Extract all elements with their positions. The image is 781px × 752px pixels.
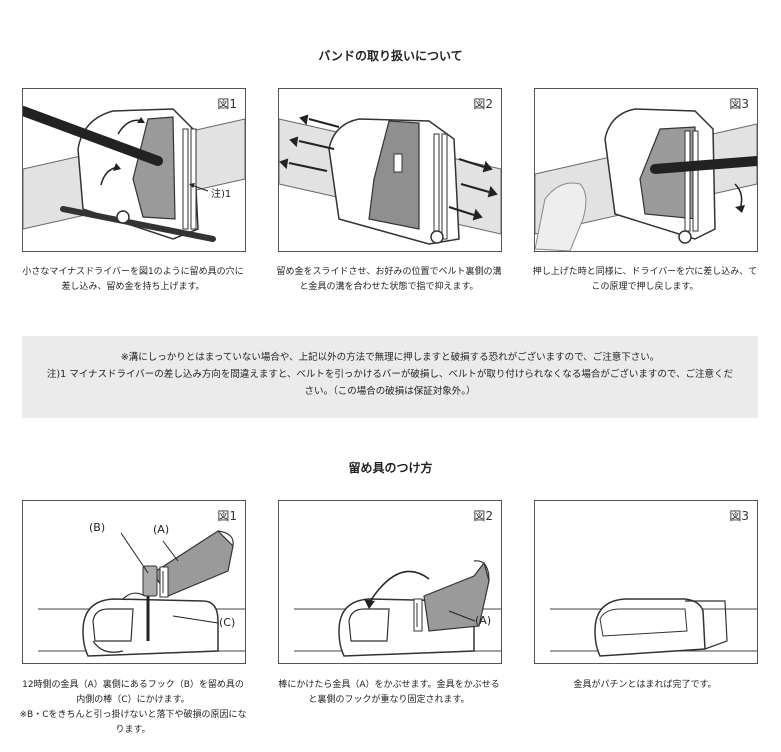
clasp-caption-1: 12時側の金具（A）裏側にあるフック（B）を留め具の内側の棒（C）にかけます。 <box>22 680 244 705</box>
clasp-fig1-label-b: (B) <box>89 521 106 534</box>
band-figure-2: 図2 <box>278 88 502 252</box>
notice-line-2: 注)1 マイナスドライバーの差し込み方向を間違えますと、ベルトを引っかけるバーが… <box>46 369 734 397</box>
clasp-fig3-illustration <box>550 598 757 657</box>
clasp-fig2-number: 図2 <box>473 509 493 523</box>
section-title-clasp: 留め具のつけ方 <box>348 461 433 475</box>
band-caption-1: 小さなマイナスドライバーを図1のように留め具の穴に差し込み、留め金を持ち上げます… <box>22 267 244 292</box>
clasp-caption-3: 金具がパチンとはまれば完了です。 <box>573 680 717 690</box>
band-fig3-illustration <box>535 108 757 251</box>
clasp-fig1-label-c: (C) <box>219 616 236 629</box>
band-fig3-number: 図3 <box>729 97 749 111</box>
notice-box: ※溝にしっかりとはまっていない場合や、上記以外の方法で無理に押しますと破損する恐… <box>22 336 758 418</box>
clasp-fig3-number: 図3 <box>729 509 749 523</box>
clasp-figure-3: 図3 <box>534 500 758 664</box>
clasp-fig1-number: 図1 <box>217 509 237 523</box>
section-title-band: バンドの取り扱いについて <box>318 49 463 63</box>
clasp-fig2-label-a: (A) <box>475 614 492 627</box>
band-fig2-number: 図2 <box>473 97 493 111</box>
clasp-figure-2: 図2 (A) <box>278 500 502 664</box>
band-caption-3: 押し上げた時と同様に、ドライバーを穴に差し込み、てこの原理で押し戻します。 <box>532 267 758 292</box>
clasp-fig2-illustration <box>294 560 501 657</box>
band-caption-2: 留め金をスライドさせ、お好みの位置でベルト裏側の溝と金具の溝を合わせた状態で指で… <box>276 267 502 292</box>
band-figure-1: 図1 注)1 <box>22 88 246 252</box>
band-fig1-illustration <box>23 106 245 242</box>
clasp-fig1-illustration <box>38 530 245 657</box>
clasp-figure-1: 図1 (B) (A) (C) <box>22 500 246 664</box>
band-figure-3: 図3 <box>534 88 758 252</box>
clasp-caption-2: 棒にかけたら金具（A）をかぶせます。金具をかぶせると裏側のフックが重なり固定され… <box>278 680 500 705</box>
clasp-fig1-label-a: (A) <box>153 523 170 536</box>
notice-line-1: ※溝にしっかりとはまっていない場合や、上記以外の方法で無理に押しますと破損する恐… <box>120 352 660 363</box>
band-fig2-illustration <box>279 114 501 245</box>
band-fig1-number: 図1 <box>217 97 237 111</box>
band-fig1-label: 注)1 <box>211 189 232 200</box>
clasp-caption-1-note: ※B・Cをきちんと引っ掛けないと落下や破損の原因になります。 <box>19 710 247 735</box>
